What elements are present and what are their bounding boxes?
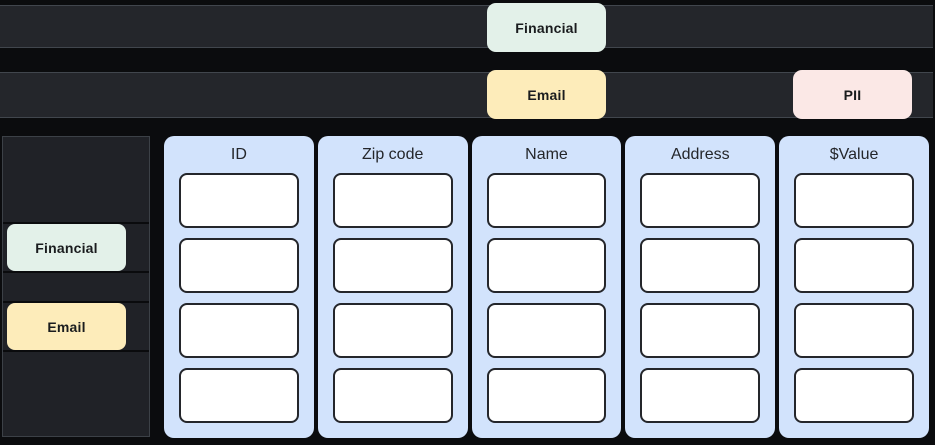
classification-row-financial: Financial <box>3 222 149 273</box>
column-header: Zip code <box>362 145 424 163</box>
table-cell <box>332 173 453 228</box>
column-name: Name <box>471 136 622 438</box>
table-cell <box>794 173 914 228</box>
table-cell <box>332 368 453 423</box>
column-cells <box>486 173 607 423</box>
column-cells <box>794 173 914 423</box>
table-cell <box>179 303 299 358</box>
column-zip-code: Zip code <box>317 136 468 438</box>
table-cell <box>486 173 607 228</box>
column-cells <box>179 173 299 423</box>
table-cell <box>332 303 453 358</box>
stream-bar-top <box>0 5 933 48</box>
column-header: Address <box>670 145 730 163</box>
column-address: Address <box>625 136 776 438</box>
table-cell <box>179 368 299 423</box>
column-cells <box>332 173 453 423</box>
table-cell <box>179 173 299 228</box>
column-header: Name <box>525 145 568 163</box>
column-header: ID <box>230 145 247 163</box>
column-value: $Value <box>779 136 929 438</box>
classification-tag-email: Email <box>7 303 126 350</box>
table-cell <box>332 238 453 293</box>
table-cell <box>640 368 761 423</box>
table-cell <box>486 303 607 358</box>
column-header: $Value <box>829 145 879 163</box>
table-cell <box>794 368 914 423</box>
table-cell <box>640 173 761 228</box>
stream-tag-pii: PII <box>793 70 912 119</box>
stream-tag-financial: Financial <box>487 3 606 52</box>
stream-bar-middle <box>0 72 933 118</box>
column-cells <box>640 173 761 423</box>
column-id: ID <box>164 136 314 438</box>
classification-row-email: Email <box>3 301 149 352</box>
table-cell <box>640 238 761 293</box>
table-cell <box>179 238 299 293</box>
table-cell <box>794 238 914 293</box>
table-cell <box>640 303 761 358</box>
table-cell <box>794 303 914 358</box>
stream-tag-email: Email <box>487 70 606 119</box>
table-cell <box>486 238 607 293</box>
table-cell <box>486 368 607 423</box>
classification-panel: Financial Email <box>2 136 150 437</box>
classification-tag-financial: Financial <box>7 224 126 271</box>
data-table: ID Zip code Name <box>164 136 929 438</box>
